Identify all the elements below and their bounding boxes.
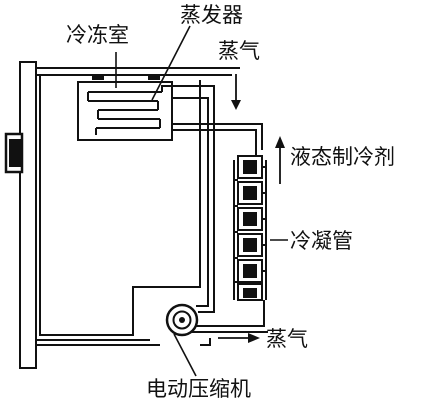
label-condenser: 冷凝管 [290, 229, 353, 253]
label-vapor-bottom: 蒸气 [266, 327, 308, 351]
refrigerator-body [19, 61, 240, 369]
condenser-coil [233, 155, 267, 301]
label-freezer: 冷冻室 [66, 23, 129, 47]
compressor [165, 303, 199, 337]
label-liquid-refrigerant: 液态制冷剂 [290, 145, 395, 169]
label-evaporator: 蒸发器 [180, 3, 243, 27]
leader-evaporator [151, 25, 191, 101]
door-handle [4, 132, 24, 174]
freezer-compartment [77, 74, 173, 141]
leader-lines [115, 25, 288, 377]
flow-arrows [218, 74, 285, 343]
label-compressor: 电动压缩机 [146, 377, 251, 401]
label-vapor-top: 蒸气 [218, 39, 260, 63]
evaporator-coil [87, 91, 162, 135]
leader-compressor [173, 333, 197, 377]
refrigerant-pipes [161, 85, 268, 333]
